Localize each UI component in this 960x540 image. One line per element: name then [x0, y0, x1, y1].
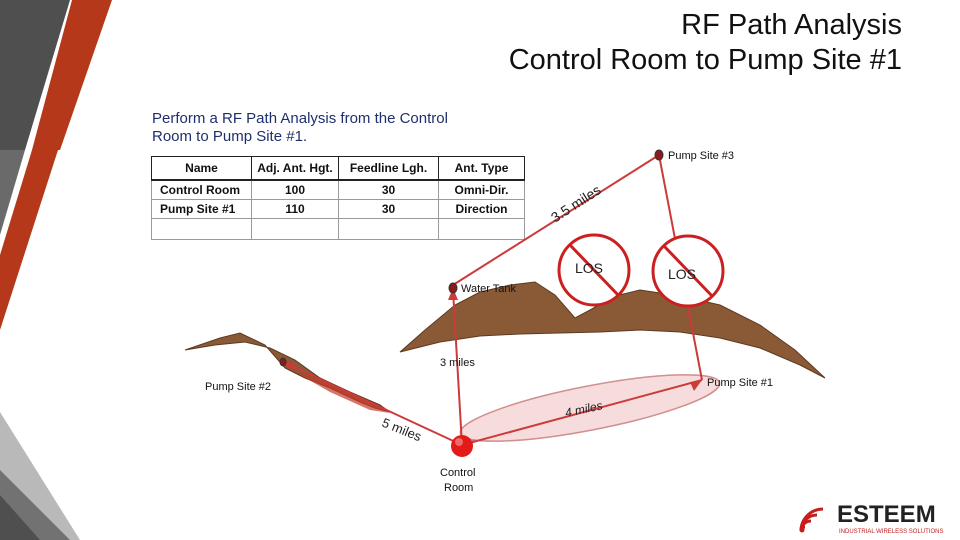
right-hills — [399, 281, 826, 379]
label-pump-site-1: Pump Site #1 — [707, 377, 773, 389]
los-label-2: LOS — [668, 266, 696, 282]
site-marker-icon — [279, 357, 287, 367]
header-feedline: Feedline Lgh. — [338, 156, 439, 181]
table-cell: 30 — [338, 199, 439, 219]
intro-text: Perform a RF Path Analysis from the Cont… — [152, 110, 532, 146]
intro-line-1: Perform a RF Path Analysis from the Cont… — [152, 110, 448, 127]
los-label-1: LOS — [575, 260, 603, 276]
logo-name: ESTEEM — [837, 501, 936, 528]
label-pump-site-2: Pump Site #2 — [205, 381, 271, 393]
label-control-line-1: Control — [440, 467, 475, 479]
esteem-wifi-icon — [797, 501, 825, 533]
arrowhead — [283, 362, 296, 371]
table-row: Control Room 100 30 Omni-Dir. — [151, 179, 525, 200]
logo-tagline: INDUSTRIAL WIRELESS SOLUTIONS — [839, 529, 943, 535]
label-pump-site-3: Pump Site #3 — [668, 150, 734, 162]
left-hill-shadow — [295, 372, 390, 413]
title-line-2: Control Room to Pump Site #1 — [508, 44, 902, 76]
path-tank-to-pump3 — [452, 154, 660, 286]
table-cell: Control Room — [151, 179, 252, 200]
distance-tank-pump3: 3.5 miles — [548, 182, 604, 226]
path-control-to-pump1 — [461, 379, 703, 446]
site-marker-icon — [654, 149, 664, 161]
distance-control-tank: 3 miles — [440, 357, 475, 369]
table-header-row: Name Adj. Ant. Hgt. Feedline Lgh. Ant. T… — [151, 156, 525, 181]
control-room-marker — [451, 435, 473, 457]
title-line-1: RF Path Analysis — [681, 9, 902, 41]
no-los-icon — [651, 234, 725, 308]
table-cell: Direction — [438, 199, 525, 219]
header-ant-type: Ant. Type — [438, 156, 525, 181]
arrowhead — [690, 380, 702, 391]
arrowhead — [448, 288, 458, 300]
header-ant-height: Adj. Ant. Hgt. — [251, 156, 339, 181]
page-title: RF Path Analysis Control Room to Pump Si… — [302, 8, 902, 78]
intro-line-2: Room to Pump Site #1. — [152, 128, 308, 145]
table-row — [151, 218, 525, 240]
path-control-to-tank — [452, 289, 463, 446]
no-los-icon — [557, 233, 631, 307]
esteem-logo: ESTEEM INDUSTRIAL WIRELESS SOLUTIONS — [797, 501, 943, 535]
table-cell — [438, 218, 525, 240]
header-name: Name — [151, 156, 252, 181]
path-control-to-pump2 — [282, 361, 463, 446]
label-water-tank: Water Tank — [461, 283, 517, 295]
label-control-line-2: Room — [444, 482, 473, 494]
site-marker-icon — [448, 282, 458, 294]
site-table: Name Adj. Ant. Hgt. Feedline Lgh. Ant. T… — [151, 156, 525, 240]
distance-control-pump2: 5 miles — [380, 415, 424, 445]
